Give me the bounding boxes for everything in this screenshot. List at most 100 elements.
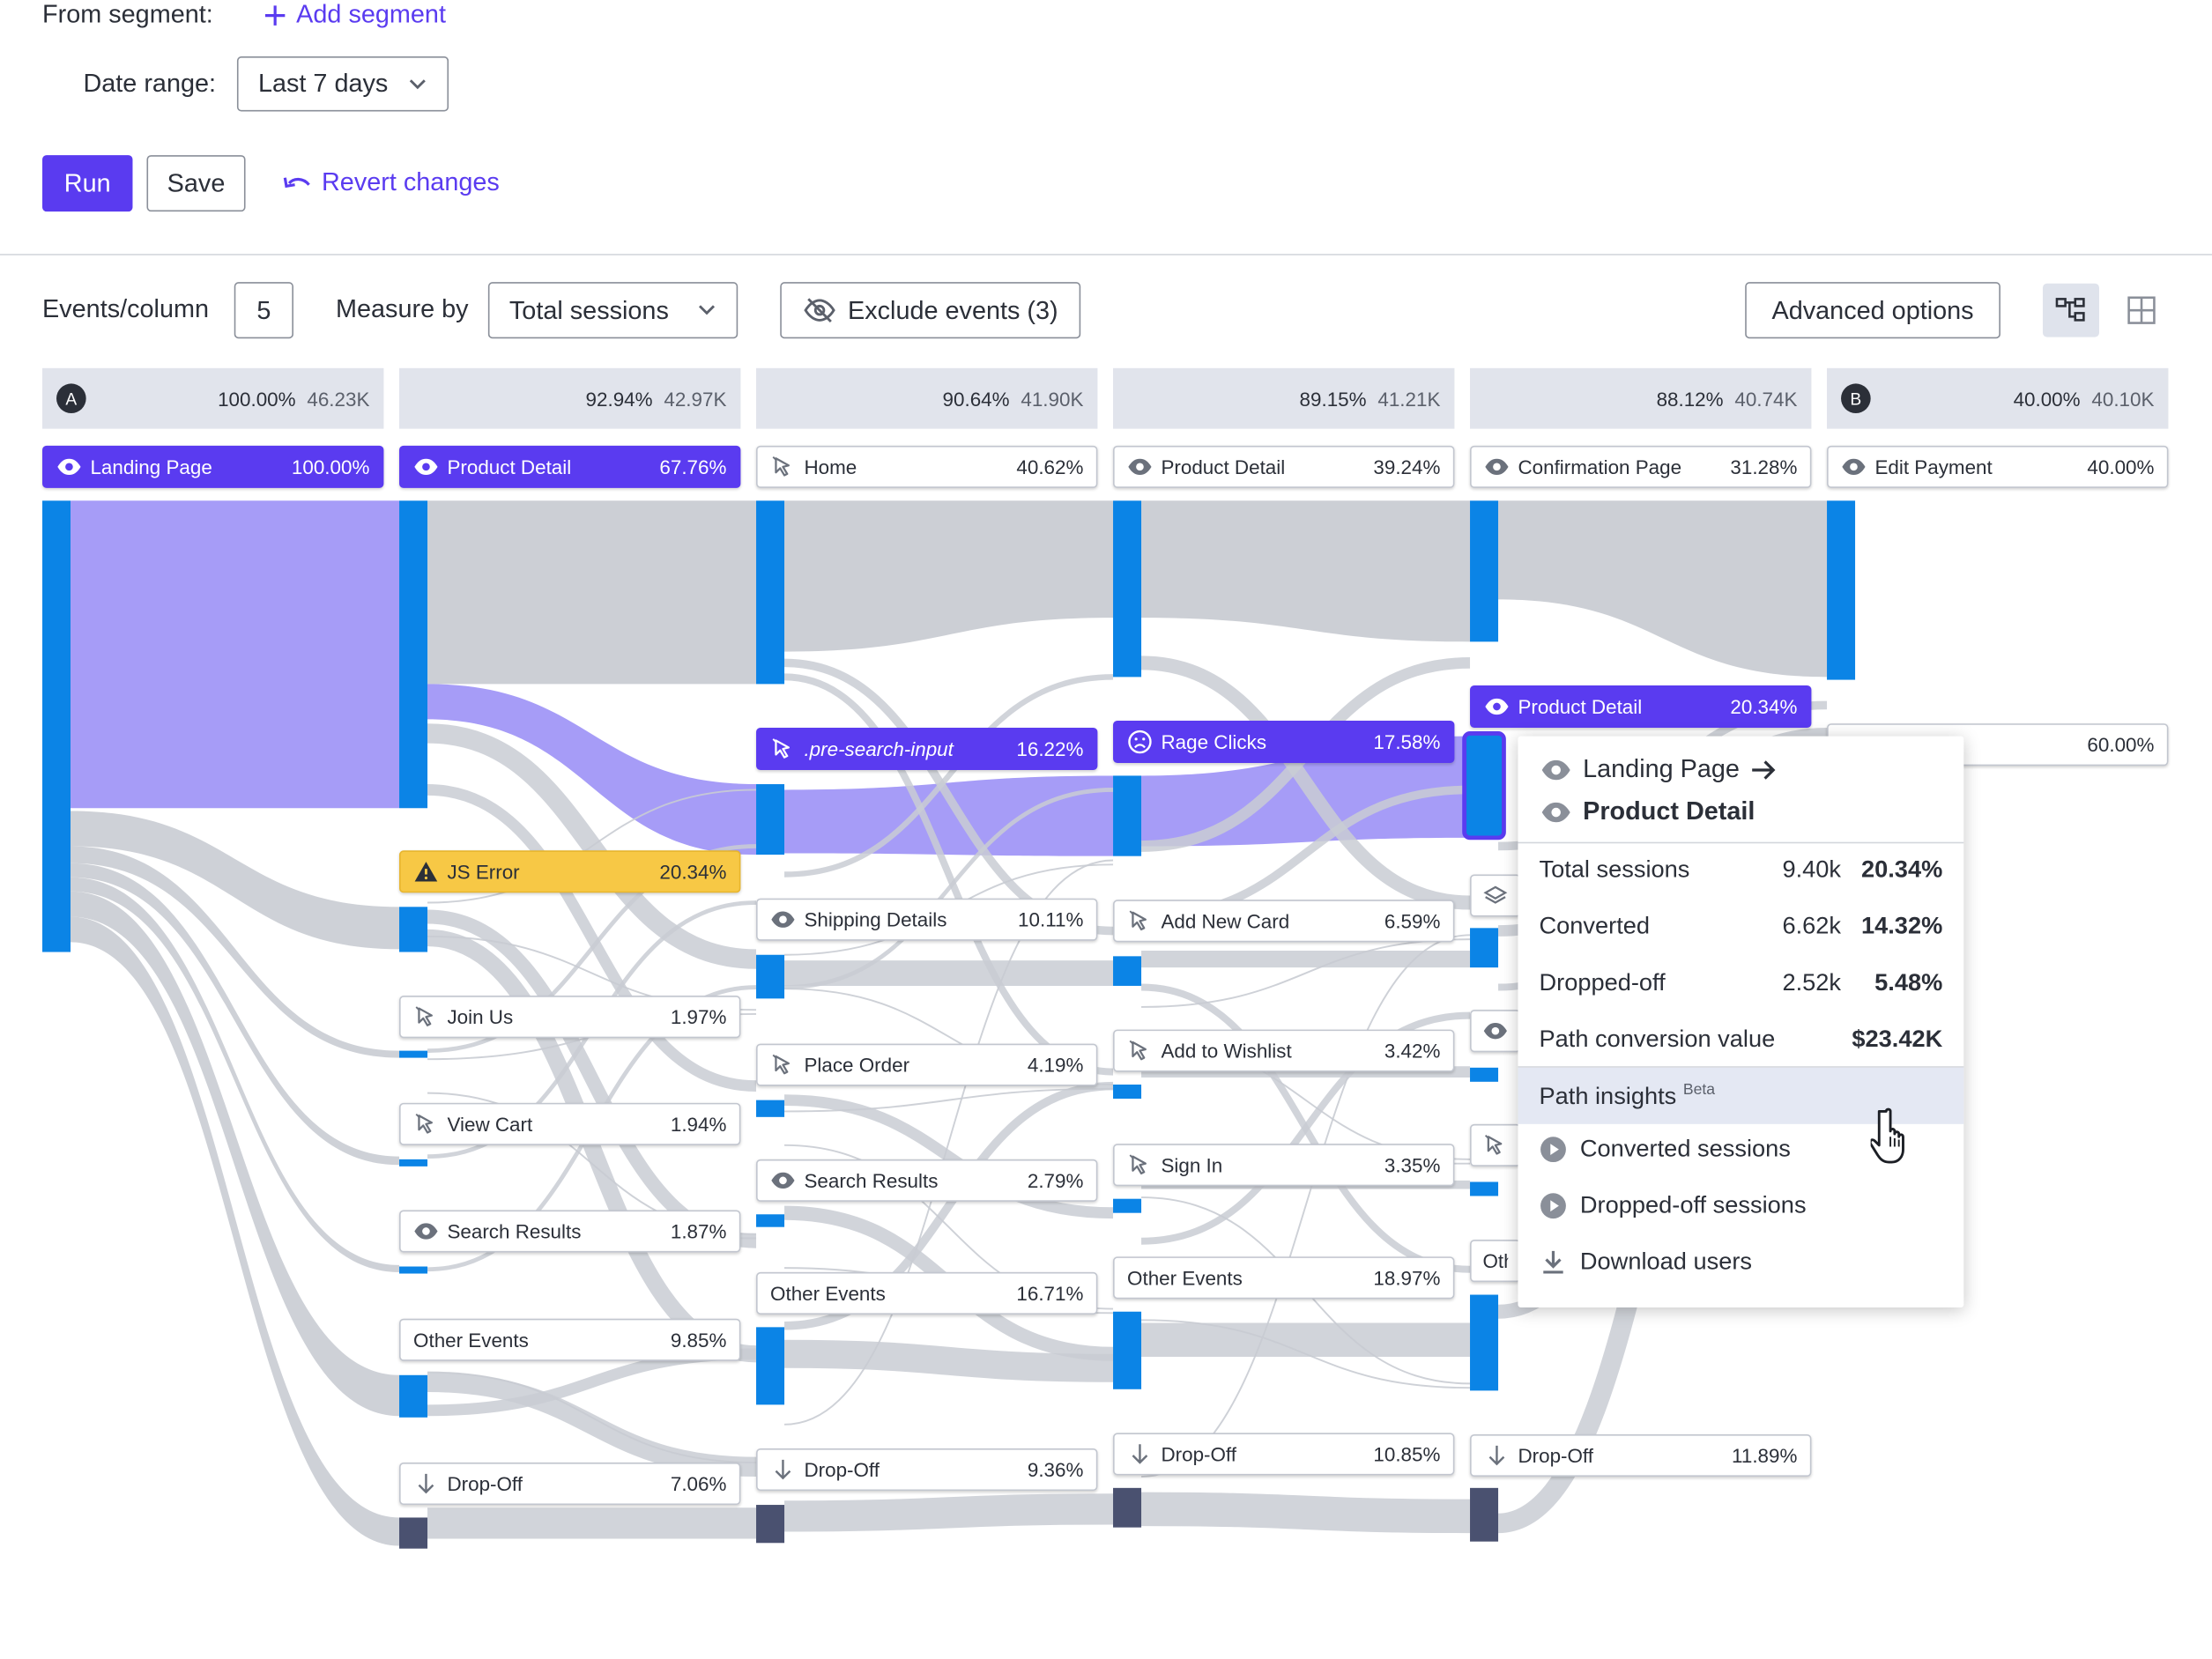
date-range-select[interactable]: Last 7 days — [236, 56, 449, 112]
stat-value: 9.40k — [1782, 855, 1842, 884]
node-label: Join Us — [447, 1005, 514, 1028]
node-label: Shipping Details — [804, 907, 947, 931]
node-label: Drop-Off — [1518, 1444, 1594, 1467]
node-partial[interactable] — [1470, 1010, 1521, 1053]
popup-action-download-users[interactable]: Download users — [1539, 1248, 1752, 1277]
grid-view-icon — [2127, 296, 2156, 324]
flow-strand — [1141, 934, 1471, 1478]
eye-icon — [1127, 454, 1153, 479]
flow-strand — [1141, 1319, 1471, 1389]
node-place-order[interactable]: Place Order 4.19% — [756, 1043, 1098, 1086]
exclude-events-label: Exclude events (3) — [848, 295, 1058, 324]
eye-icon — [1541, 759, 1570, 780]
beta-badge: Beta — [1682, 1081, 1716, 1100]
stat-percent: 20.34% — [1860, 855, 1943, 884]
node-bar — [1113, 775, 1142, 856]
node-percent: 3.42% — [1384, 1039, 1441, 1063]
add-segment-link[interactable]: Add segment — [263, 0, 446, 30]
eye-icon — [1484, 454, 1510, 479]
measure-by-select[interactable]: Total sessions — [487, 282, 739, 339]
node-pre-search-input[interactable]: .pre-search-input 16.22% — [756, 728, 1098, 771]
node-label: Drop-Off — [447, 1472, 523, 1495]
node-percent: 40.00% — [2087, 455, 2155, 478]
from-segment-label: From segment: — [42, 0, 213, 29]
stat-label: Converted — [1539, 912, 1651, 940]
layers-icon — [1482, 883, 1508, 908]
node-label: Oth — [1482, 1249, 1508, 1272]
exclude-events-button[interactable]: Exclude events (3) — [780, 282, 1081, 339]
node-partial[interactable] — [1470, 874, 1521, 917]
node-bar — [1470, 1487, 1499, 1542]
cursor-icon — [770, 1052, 796, 1078]
advanced-options-button[interactable]: Advanced options — [1745, 282, 2000, 339]
flow-strand — [784, 1493, 1114, 1532]
step-badge: B — [1841, 383, 1871, 414]
stat-value: 2.52k — [1782, 968, 1842, 996]
node-bar — [1470, 928, 1499, 968]
node-oth[interactable]: Oth — [1470, 1240, 1521, 1283]
plus-icon — [264, 4, 286, 26]
node-label: .pre-search-input — [804, 737, 954, 760]
chevron-down-icon — [409, 78, 426, 89]
flow-strand — [427, 1372, 757, 1478]
stat-value: 6.62k — [1782, 912, 1842, 940]
arrow-down-icon — [413, 1471, 439, 1497]
node-bar — [399, 1374, 428, 1418]
node-bar — [1113, 1198, 1142, 1213]
stat-label: Path conversion value — [1539, 1025, 1776, 1053]
node-label: Confirmation Page — [1518, 455, 1682, 478]
path-insights-label: Path insights — [1539, 1082, 1677, 1110]
revert-changes-label: Revert changes — [321, 167, 500, 196]
flow-strand — [784, 674, 1114, 878]
node-label: Product Detail — [1161, 455, 1286, 478]
cursor-icon — [1127, 1038, 1153, 1063]
popup-action-dropped-off-sessions[interactable]: Dropped-off sessions — [1539, 1192, 1807, 1220]
grid-view-toggle[interactable] — [2113, 284, 2170, 337]
stat-label: Total sessions — [1539, 855, 1690, 884]
node-label: Other Events — [413, 1328, 529, 1352]
tree-view-toggle[interactable] — [2042, 283, 2099, 337]
node-percent: 60.00% — [2087, 733, 2155, 757]
popup-action-converted-sessions[interactable]: Converted sessions — [1539, 1136, 1791, 1164]
arrow-right-icon — [1752, 759, 1776, 779]
node-partial[interactable] — [1470, 1123, 1521, 1166]
save-button[interactable]: Save — [146, 155, 246, 212]
revert-changes-link[interactable]: Revert changes — [282, 167, 500, 197]
run-button[interactable]: Run — [42, 155, 133, 212]
events-per-column-input[interactable]: 5 — [234, 282, 293, 339]
warning-icon — [413, 859, 439, 885]
add-segment-label: Add segment — [296, 0, 446, 29]
undo-icon — [283, 176, 310, 188]
node-label: Other Events — [1127, 1266, 1243, 1290]
column-percent: 88.12% — [1656, 387, 1724, 411]
node-percent: 4.19% — [1027, 1053, 1084, 1077]
node-percent: 16.22% — [1016, 737, 1084, 760]
node-label: Place Order — [804, 1053, 910, 1077]
node-percent: 16.71% — [1016, 1282, 1084, 1305]
